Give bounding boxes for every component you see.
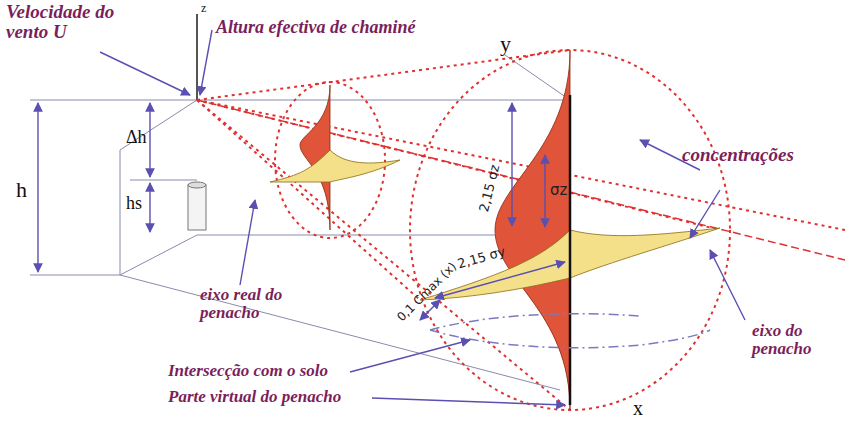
z-axis: [196, 14, 198, 100]
label-text: Parte virtual do penacho: [168, 388, 341, 406]
plume-envelope: [197, 50, 845, 410]
dimension-arrows: [38, 103, 565, 320]
label-text: Altura efectiva de chaminé: [216, 18, 415, 37]
label-text: 2,15 σy: [456, 244, 507, 271]
label-text: eixo real do penacho: [200, 286, 300, 322]
concentration-profile-small: [270, 85, 400, 230]
concentration-profile-large: [420, 50, 720, 410]
label-text: z: [201, 2, 206, 15]
label-text: Δh: [126, 128, 147, 147]
label-text: eixo do penacho: [752, 322, 842, 358]
vertical-axis: [569, 95, 572, 405]
leader-arrows: [100, 30, 745, 405]
label-text: Velocidade do vento U: [6, 2, 126, 42]
frame-lines: [30, 55, 570, 390]
label-text: hs: [126, 194, 142, 213]
label-text: concentrações: [682, 145, 794, 165]
chimney: [188, 182, 206, 230]
label-text: σz: [550, 183, 567, 199]
label-text: Intersecção com o solo: [168, 362, 328, 380]
label-text: h: [16, 178, 27, 201]
ground-intersection: [430, 314, 710, 348]
label-text: y: [500, 32, 511, 55]
label-text: x: [633, 398, 643, 419]
